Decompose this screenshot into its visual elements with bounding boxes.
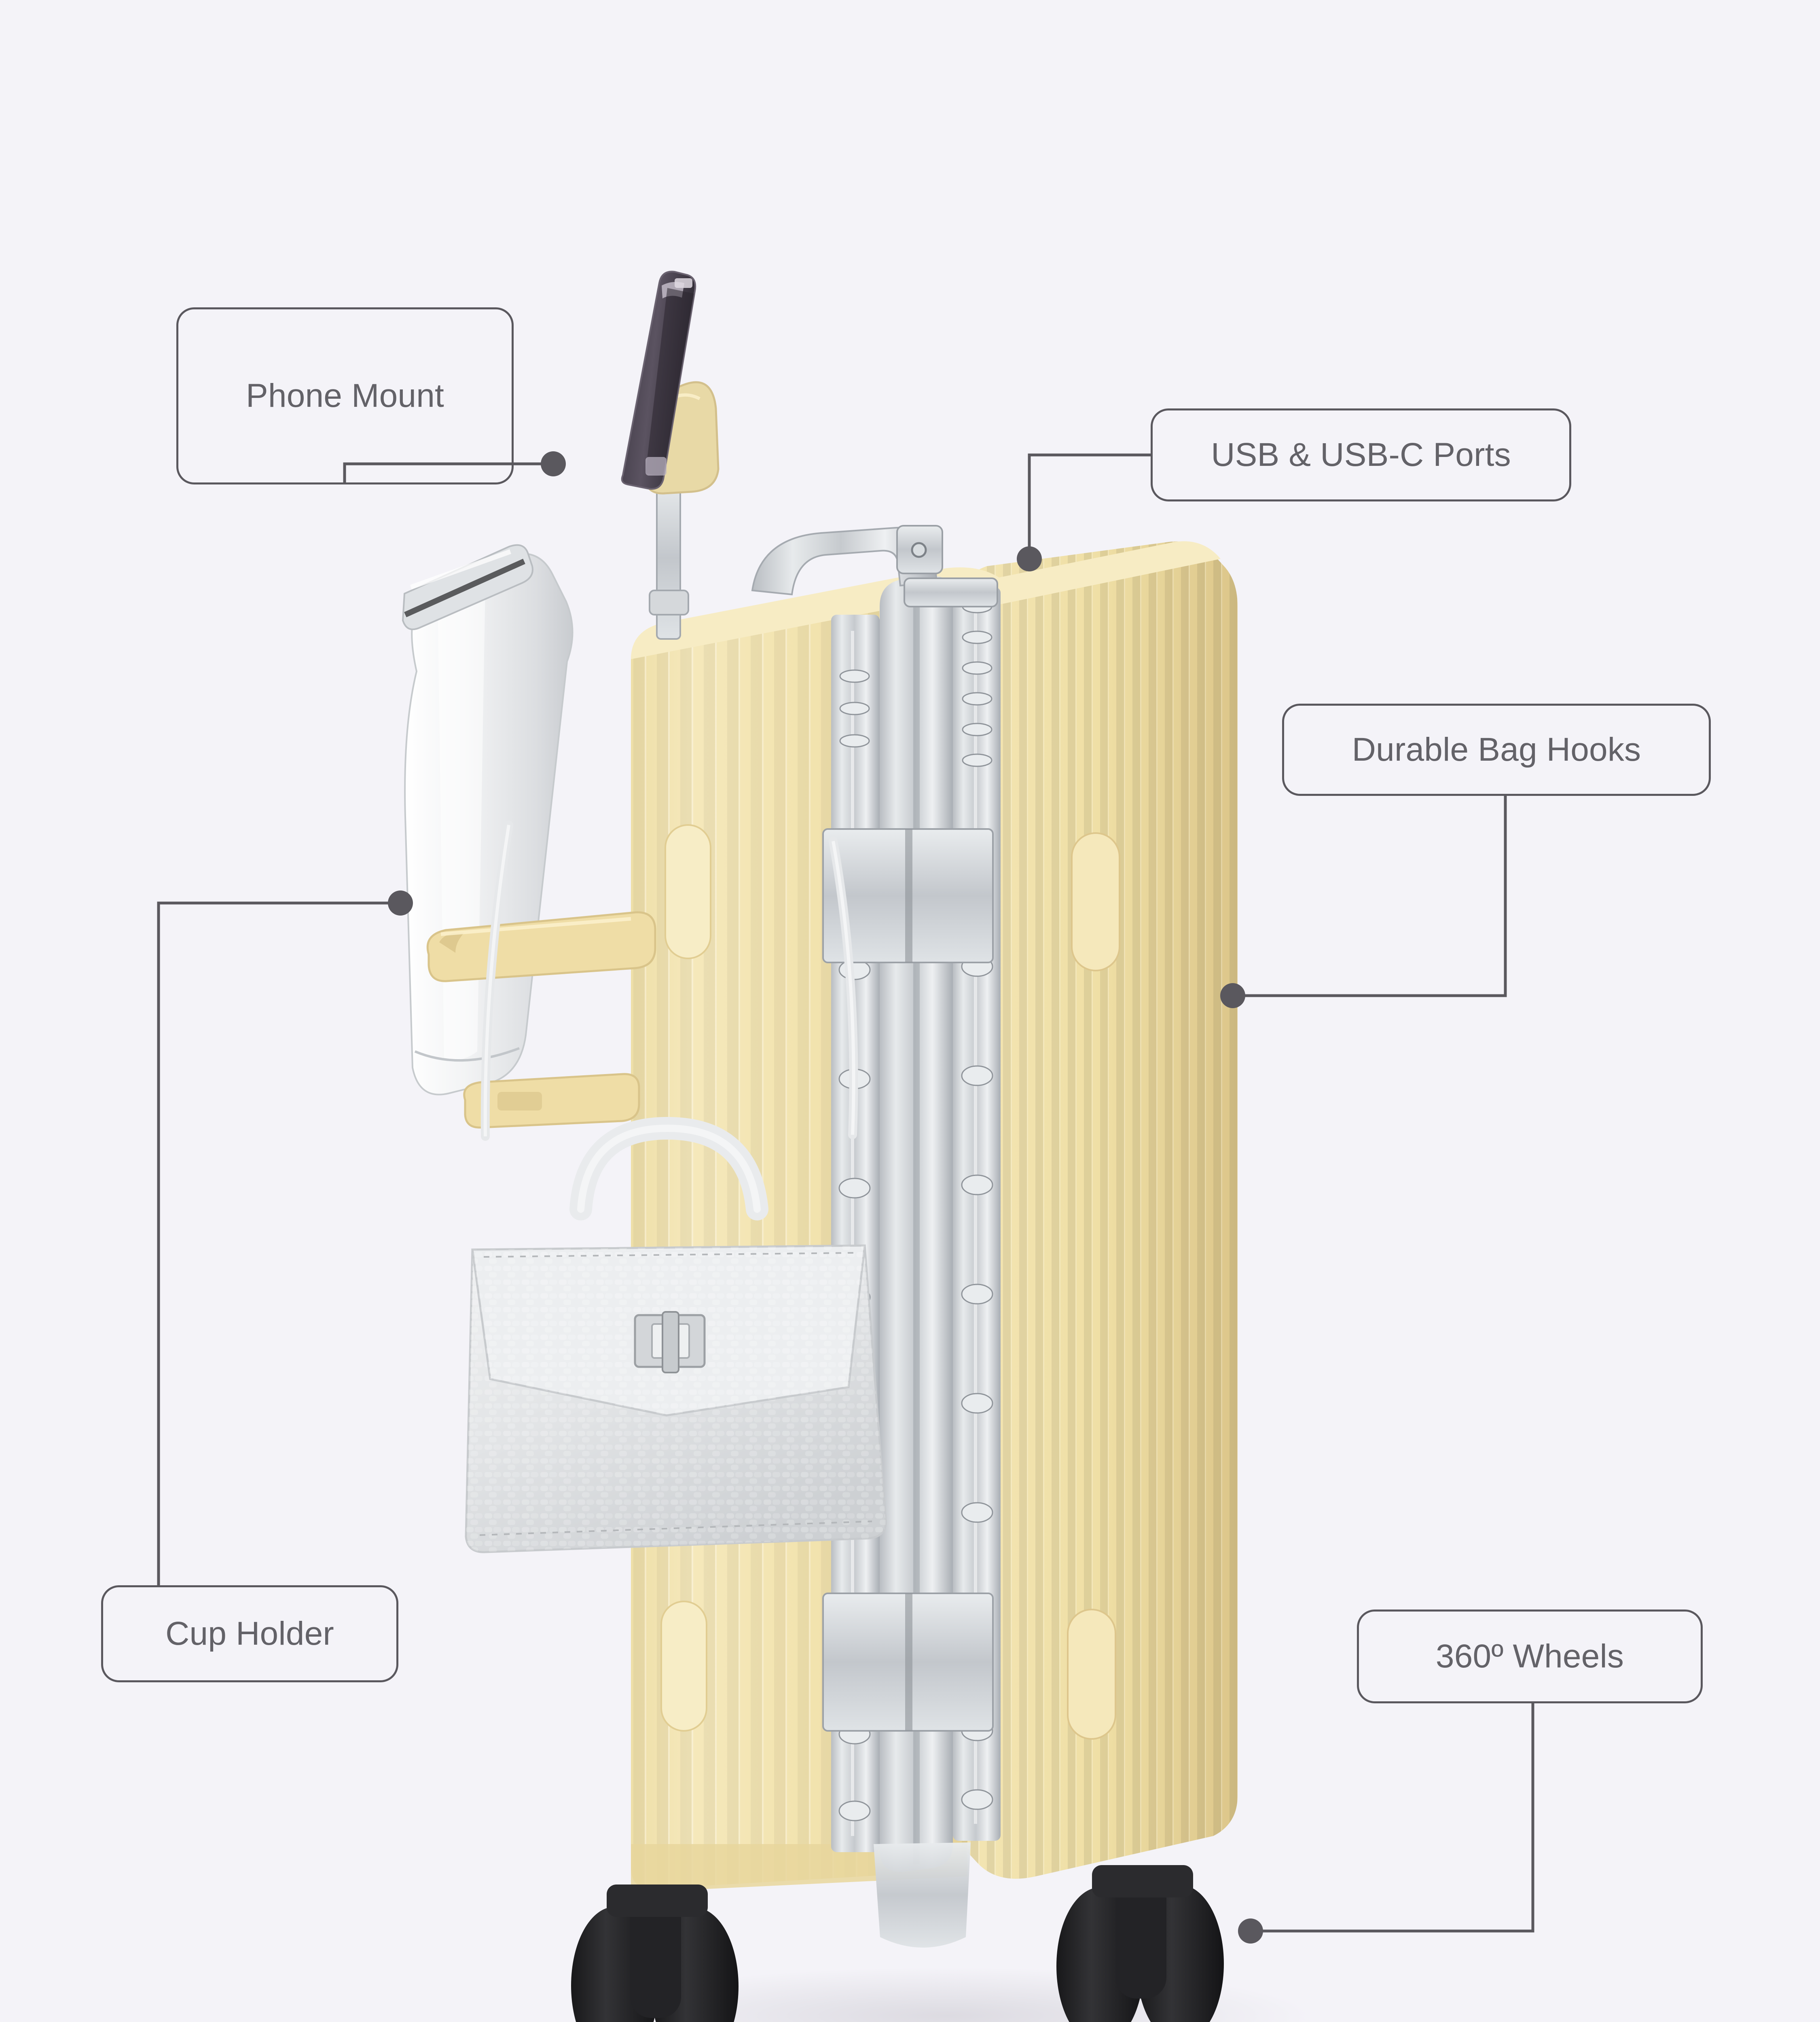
connector-usb-ports [1028, 453, 1151, 547]
wheels-rear [1056, 1865, 1224, 2022]
handbag [465, 821, 887, 1553]
front-grip-lower [660, 1601, 707, 1732]
callout-wheels[interactable]: 360º Wheels [1357, 1610, 1703, 1703]
usb-port-indicator [911, 542, 927, 558]
connector-cup-holder [157, 901, 388, 1585]
callout-label-phone-mount: Phone Mount [246, 377, 444, 414]
callout-bag-hooks[interactable]: Durable Bag Hooks [1282, 704, 1711, 796]
bag-hook-upper [1071, 832, 1120, 971]
connector-bag-hooks [1245, 796, 1507, 997]
anchor-dot-bag-hooks [1220, 983, 1245, 1008]
hinge-lower [822, 1593, 994, 1732]
front-grip-upper [665, 824, 711, 959]
callout-label-wheels: 360º Wheels [1435, 1638, 1624, 1675]
anchor-dot-cup-holder [388, 890, 413, 916]
cup-holder [426, 911, 656, 1129]
mounted-phone [621, 271, 696, 490]
wheels-front [571, 1885, 739, 2022]
bottle-cap [402, 544, 533, 630]
bag-hook-lower [1067, 1609, 1116, 1740]
anchor-dot-phone-mount [541, 451, 566, 476]
callout-label-usb-ports: USB & USB-C Ports [1211, 436, 1511, 473]
turnlock-clasp [634, 1311, 706, 1373]
anchor-dot-usb-ports [1017, 546, 1042, 571]
anchor-dots [388, 451, 1263, 1944]
connector-wheels [1263, 1703, 1534, 1933]
callout-label-bag-hooks: Durable Bag Hooks [1352, 731, 1641, 768]
callout-usb-ports[interactable]: USB & USB-C Ports [1151, 408, 1571, 501]
connector-phone-mount [343, 462, 541, 484]
hinge-upper [822, 828, 994, 963]
callout-cup-holder[interactable]: Cup Holder [101, 1585, 398, 1682]
callout-label-cup-holder: Cup Holder [165, 1615, 334, 1652]
anchor-dot-wheels [1238, 1918, 1263, 1944]
top-handle-assembly [751, 525, 998, 607]
callout-phone-mount[interactable]: Phone Mount [176, 307, 514, 484]
connector-lines [157, 453, 1534, 1933]
